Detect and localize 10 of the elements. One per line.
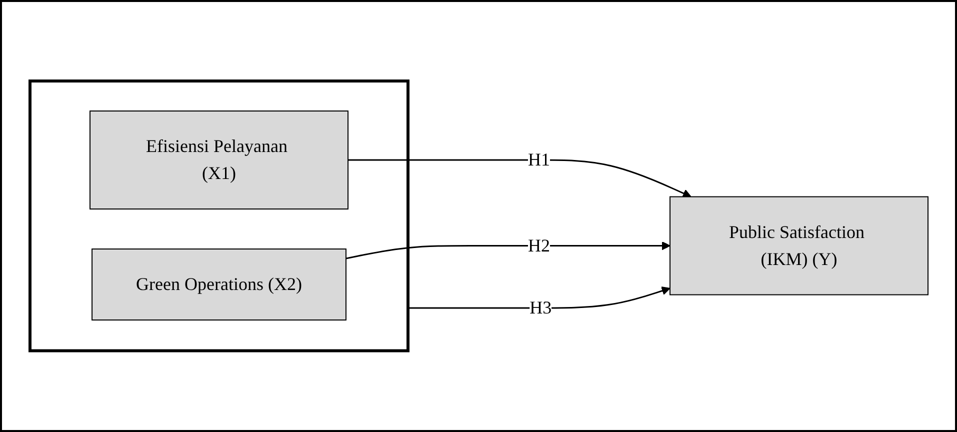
edge-label: H3	[529, 298, 552, 318]
arrow	[348, 159, 691, 198]
edge-label: H2	[528, 235, 550, 256]
arrow	[345, 241, 670, 260]
node-box: Public Satisfaction (IKM) (Y)	[669, 196, 928, 296]
arrow	[408, 286, 670, 309]
cluster	[28, 80, 409, 352]
node-box: Green Operations (X2)	[91, 248, 346, 321]
node-box: Efisiensi Pelayanan (X1)	[89, 110, 348, 210]
edge-label: H1	[528, 150, 550, 170]
